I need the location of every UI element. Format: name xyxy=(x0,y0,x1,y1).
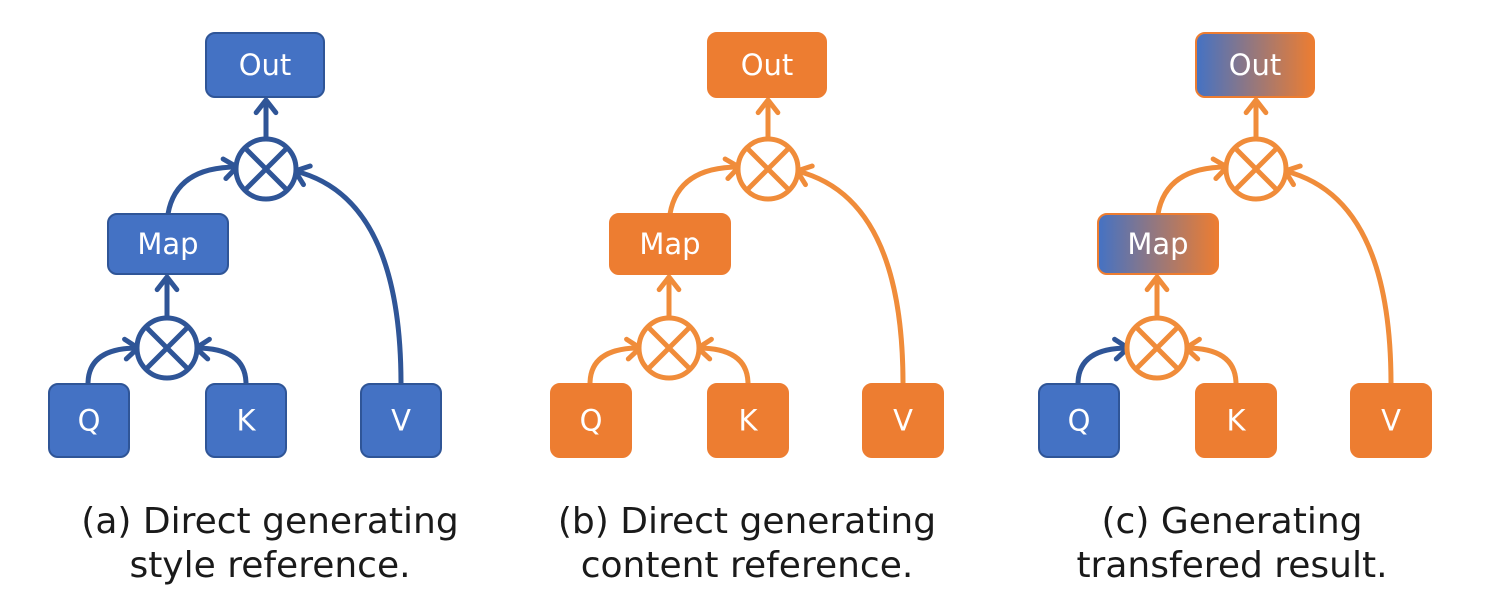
node-v-c-label: V xyxy=(1381,404,1401,438)
node-k-a: K xyxy=(205,383,287,458)
node-k-a-rect xyxy=(205,383,287,458)
node-v-a-rect xyxy=(360,383,442,458)
arrow-map-to-mul-a xyxy=(165,164,240,217)
node-k-c-label: K xyxy=(1226,404,1246,438)
caption-panel-b: (b) Direct generating content reference. xyxy=(532,500,962,588)
arrowhead-map-in-b xyxy=(656,274,682,293)
node-map-b-label: Map xyxy=(639,227,700,261)
multiply-bottom-icon-b-cross-2 xyxy=(646,325,692,371)
arrowhead-out-c xyxy=(1243,97,1269,116)
arrow-v-to-mul-a xyxy=(292,168,404,387)
arrowhead-map-in-a xyxy=(154,274,180,293)
arrowhead-out-a xyxy=(253,97,279,116)
multiply-bottom-icon-c-cross-2 xyxy=(1134,325,1180,371)
node-map-b-rect xyxy=(609,213,731,275)
multiply-bottom-icon-b xyxy=(636,315,702,381)
node-out-a-rect xyxy=(205,32,325,98)
arrow-v-to-mul-b xyxy=(794,168,906,387)
node-v-c: V xyxy=(1350,383,1432,458)
multiply-top-icon-c xyxy=(1223,136,1289,202)
node-v-b-rect xyxy=(862,383,944,458)
caption-panel-c: (c) Generating transfered result. xyxy=(1017,500,1447,588)
node-out-c-label: Out xyxy=(1229,48,1282,82)
multiply-bottom-icon-a xyxy=(134,315,200,381)
node-k-a-label: K xyxy=(236,404,256,438)
node-k-c-rect xyxy=(1195,383,1277,458)
node-out-c: Out xyxy=(1195,32,1315,98)
node-q-c: Q xyxy=(1038,383,1120,458)
caption-c-line-1: (c) Generating xyxy=(1101,501,1363,542)
arrow-k-to-mul-c xyxy=(1183,345,1239,387)
node-q-a-label: Q xyxy=(78,404,101,438)
multiply-top-icon-a xyxy=(233,136,299,202)
arrow-q-to-mul-a xyxy=(85,345,141,387)
node-out-c-rect xyxy=(1195,32,1315,98)
arrow-k-to-mul-b xyxy=(695,345,751,387)
multiply-bottom-icon-c xyxy=(1124,315,1190,381)
arrow-k-to-mul-a xyxy=(193,345,249,387)
arrow-v-to-mul-c xyxy=(1282,168,1394,387)
caption-c-line-2: transfered result. xyxy=(1076,545,1388,586)
node-map-a-rect xyxy=(107,213,229,275)
arrow-q-to-mul-b xyxy=(587,345,643,387)
node-map-b: Map xyxy=(609,213,731,275)
node-out-a-label: Out xyxy=(239,48,292,82)
node-k-c: K xyxy=(1195,383,1277,458)
arrowhead-out-b xyxy=(755,97,781,116)
node-out-b-rect xyxy=(707,32,827,98)
node-q-a: Q xyxy=(48,383,130,458)
node-v-b: V xyxy=(862,383,944,458)
arrowhead-map-in-c xyxy=(1144,274,1170,293)
node-out-b: Out xyxy=(707,32,827,98)
node-v-c-rect xyxy=(1350,383,1432,458)
arrow-q-to-mul-c xyxy=(1075,345,1131,387)
node-q-c-label: Q xyxy=(1068,404,1091,438)
node-v-a-label: V xyxy=(391,404,411,438)
multiply-top-icon-c-cross-2 xyxy=(1233,146,1279,192)
node-map-a-label: Map xyxy=(137,227,198,261)
node-v-b-label: V xyxy=(893,404,913,438)
node-map-c-label: Map xyxy=(1127,227,1188,261)
node-q-b-rect xyxy=(550,383,632,458)
node-out-a: Out xyxy=(205,32,325,98)
node-map-a: Map xyxy=(107,213,229,275)
arrow-map-to-mul-b xyxy=(667,164,742,217)
arrow-map-to-mul-c xyxy=(1155,164,1230,217)
caption-b-line-1: (b) Direct generating xyxy=(557,501,937,542)
node-out-b-label: Out xyxy=(741,48,794,82)
multiply-bottom-icon-a-cross-2 xyxy=(144,325,190,371)
multiply-top-icon-b-cross-2 xyxy=(745,146,791,192)
node-q-a-rect xyxy=(48,383,130,458)
caption-a-line-2: style reference. xyxy=(129,545,411,586)
node-q-c-rect xyxy=(1038,383,1120,458)
caption-panel-a: (a) Direct generating style reference. xyxy=(55,500,485,588)
node-k-b-rect xyxy=(707,383,789,458)
caption-b-line-2: content reference. xyxy=(580,545,914,586)
node-q-b-label: Q xyxy=(580,404,603,438)
caption-a-line-1: (a) Direct generating xyxy=(81,501,459,542)
multiply-top-icon-a-cross-2 xyxy=(243,146,289,192)
node-v-a: V xyxy=(360,383,442,458)
node-k-b-label: K xyxy=(738,404,758,438)
node-map-c-rect xyxy=(1097,213,1219,275)
node-map-c: Map xyxy=(1097,213,1219,275)
multiply-top-icon-b xyxy=(735,136,801,202)
node-q-b: Q xyxy=(550,383,632,458)
node-k-b: K xyxy=(707,383,789,458)
